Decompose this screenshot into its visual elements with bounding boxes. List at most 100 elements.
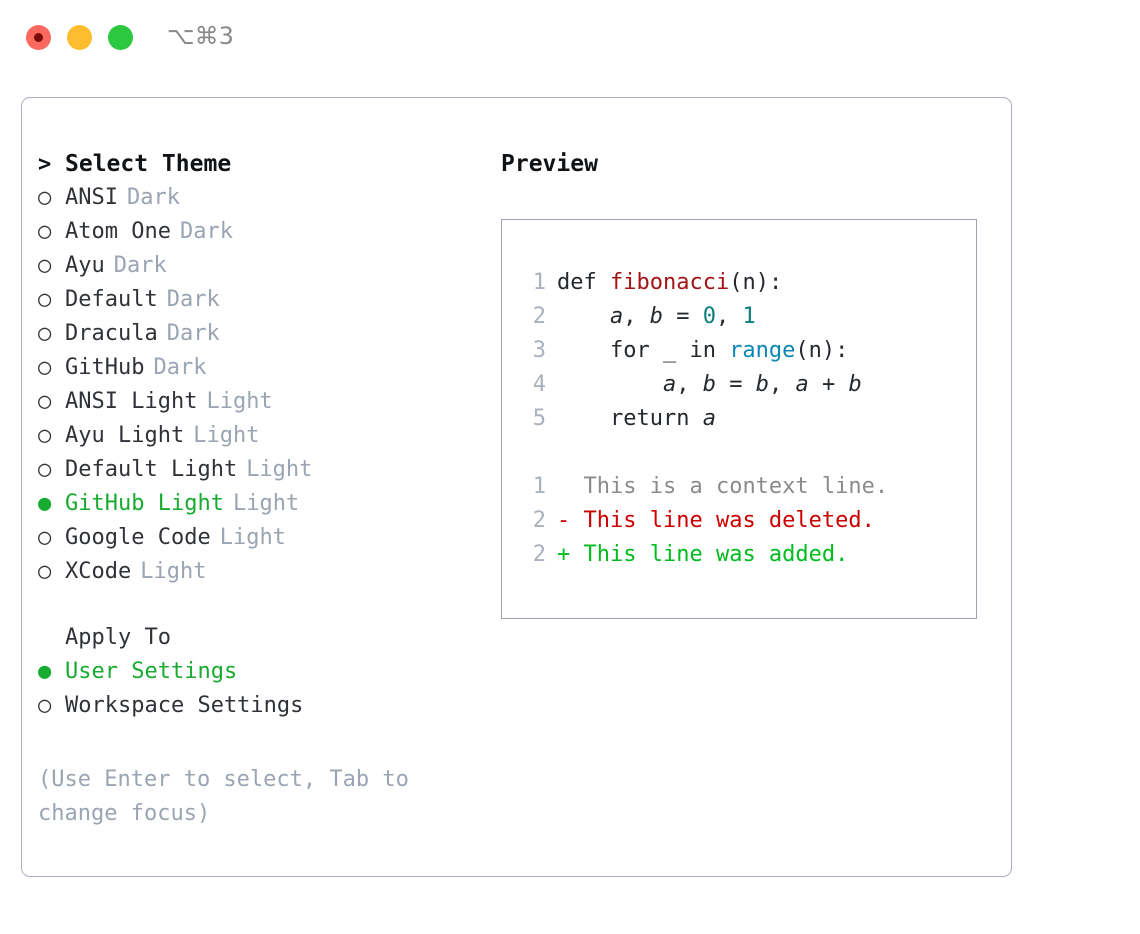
maximize-button-icon[interactable] [108,25,133,50]
diff-text: This line was deleted. [583,508,875,533]
code-token-plain: , [715,304,743,329]
diff-sign: - [557,508,571,533]
code-line-text: a, b = b, a + b [557,368,862,402]
line-number: 5 [532,406,546,431]
theme-list-item[interactable]: ● GitHub Light Light [38,487,498,521]
radio-unselected-icon[interactable]: ○ [38,219,52,244]
theme-list-item[interactable]: ○ Atom One Dark [38,215,498,249]
select-theme-title: Select Theme [65,151,232,177]
code-token-plain: def [557,270,610,295]
theme-variant-badge: Dark [113,253,167,278]
code-token-var: a [795,372,809,397]
theme-list-item[interactable]: ○ Ayu Light Light [38,419,498,453]
code-token-num: 1 [742,304,756,329]
code-token-builtin: range [729,338,796,363]
radio-unselected-icon[interactable]: ○ [38,321,52,346]
apply-to-option-label: User Settings [65,659,238,684]
theme-list-item[interactable]: ○ Ayu Dark [38,249,498,283]
code-diff-spacer [520,436,976,470]
code-token-plain: , [623,304,650,329]
code-token-plain: (n): [795,338,849,363]
theme-name-label: GitHub [65,355,145,380]
theme-name-label: GitHub Light [65,491,224,516]
theme-name-label: Ayu Light [65,423,185,448]
keyboard-hint-text: (Use Enter to select, Tab to change focu… [38,767,409,826]
theme-name-label: Default Light [65,457,238,482]
select-theme-header: > Select Theme [38,147,498,181]
code-line: 3 for _ in range(n): [520,334,976,368]
radio-unselected-icon[interactable]: ○ [38,559,52,584]
code-token-var: a [702,406,716,431]
radio-unselected-icon[interactable]: ○ [38,525,52,550]
theme-name-label: Ayu [65,253,105,278]
minimize-button-icon[interactable] [67,25,92,50]
theme-name-label: ANSI [65,185,118,210]
code-token-plain: return [557,406,703,431]
theme-list-item[interactable]: ○ GitHub Dark [38,351,498,385]
code-token-func: fibonacci [609,270,730,295]
radio-selected-icon[interactable]: ● [38,491,52,516]
radio-unselected-icon[interactable]: ○ [38,185,52,210]
code-token-var: a [609,304,624,329]
theme-variant-badge: Dark [179,219,233,244]
theme-variant-badge: Dark [166,321,220,346]
diff-sign: + [557,542,571,567]
theme-variant-badge: Light [193,423,260,448]
theme-list-item[interactable]: ○ ANSI Dark [38,181,498,215]
radio-unselected-icon[interactable]: ○ [38,693,52,718]
apply-to-option[interactable]: ○ Workspace Settings [38,689,498,723]
theme-variant-badge: Dark [126,185,180,210]
radio-unselected-icon[interactable]: ○ [38,253,52,278]
apply-to-option-list: ● User Settings ○ Workspace Settings [38,655,498,723]
radio-unselected-icon[interactable]: ○ [38,423,52,448]
radio-unselected-icon[interactable]: ○ [38,389,52,414]
theme-variant-badge: Dark [166,287,220,312]
theme-name-label: Default [65,287,158,312]
diff-line-added: 2 + This line was added. [520,538,976,572]
radio-unselected-icon[interactable]: ○ [38,457,52,482]
code-line-text: return a [557,402,716,436]
diff-text: This line was added. [583,542,849,567]
theme-name-label: Atom One [65,219,171,244]
theme-variant-badge: Light [219,525,286,550]
radio-unselected-icon[interactable]: ○ [38,355,52,380]
code-line: 4 a, b = b, a + b [520,368,976,402]
code-token-num: 0 [702,304,716,329]
theme-list-item[interactable]: ○ Dracula Dark [38,317,498,351]
code-line: 2 a, b = 0, 1 [520,300,976,334]
theme-list-item[interactable]: ○ Default Dark [38,283,498,317]
radio-unselected-icon[interactable]: ○ [38,287,52,312]
code-line-text: a, b = 0, 1 [557,300,756,334]
diff-text: This is a context line. [583,474,889,499]
line-number: 1 [532,270,546,295]
traffic-light-buttons [26,25,133,50]
theme-name-label: Dracula [65,321,158,346]
code-line: 1 def fibonacci(n): [520,266,976,300]
keyboard-shortcut-label: ⌥⌘3 [167,22,234,50]
apply-to-option-label: Workspace Settings [65,693,304,718]
line-number: 2 [532,508,546,533]
code-token-var: b [702,372,716,397]
theme-variant-badge: Dark [153,355,207,380]
code-token-plain: + [808,372,849,397]
close-button-icon[interactable] [26,25,51,50]
theme-variant-badge: Light [232,491,300,516]
caret-icon: > [38,152,52,177]
code-token-plain: (n): [729,270,783,295]
theme-name-label: ANSI Light [65,389,198,414]
code-token-plain [557,304,610,329]
line-number: 4 [532,372,546,397]
radio-selected-icon[interactable]: ● [38,659,52,684]
line-number: 2 [532,542,546,567]
apply-to-option[interactable]: ● User Settings [38,655,498,689]
code-token-plain: = [662,304,703,329]
